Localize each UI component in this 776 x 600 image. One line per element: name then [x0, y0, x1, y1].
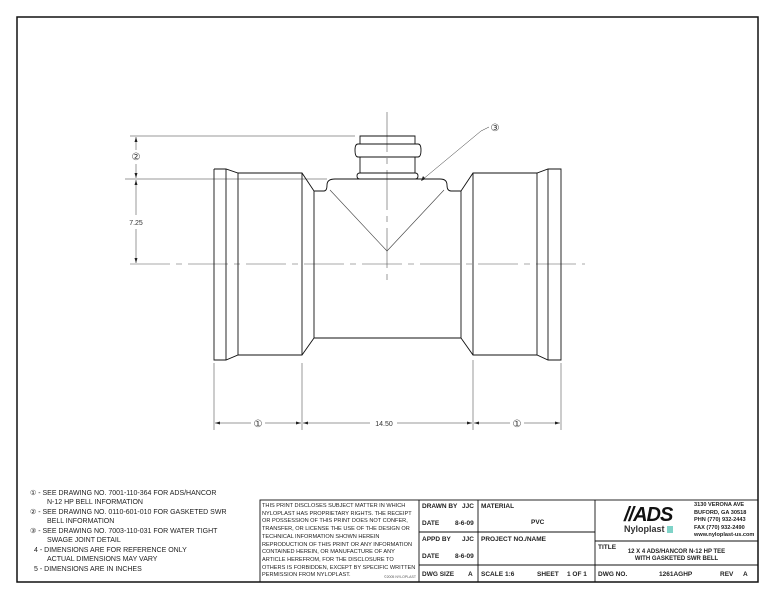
note-text: - DIMENSIONS ARE FOR REFERENCE ONLY: [39, 547, 187, 554]
copyright: ©2005 NYLOPLAST: [384, 575, 416, 579]
ads-logo: //ADS: [624, 504, 673, 526]
dim-left-bell: ①: [254, 419, 263, 430]
note-5: 5 - DIMENSIONS ARE IN INCHES: [34, 565, 142, 574]
note-text: - DIMENSIONS ARE IN INCHES: [39, 566, 142, 573]
nyloplast-mark-icon: [666, 526, 673, 533]
project-label: PROJECT NO./NAME: [481, 536, 547, 543]
center-body: [313, 178, 462, 339]
drawing-title: 12 X 4 ADS/HANCOR N-12 HP TEE WITH GASKE…: [595, 549, 758, 563]
note-2: ② - SEE DRAWING NO. 0110-601-010 FOR GAS…: [30, 508, 227, 526]
note-3: ③ - SEE DRAWING NO. 7003-110-031 FOR WAT…: [30, 527, 217, 545]
appd-by-label: APPD BY: [422, 536, 451, 543]
sheet-label: SHEET: [537, 571, 559, 578]
dim-main-height: 7.25: [129, 220, 143, 227]
address-line: BUFORD, GA 30518: [694, 509, 747, 516]
note-text: N-12 HP BELL INFORMATION: [47, 499, 143, 507]
note-4: 4 - DIMENSIONS ARE FOR REFERENCE ONLY ACT…: [34, 546, 187, 564]
website: www.nyloplast-us.com: [694, 532, 755, 539]
tee-fitting: [213, 135, 562, 361]
drawn-by-value: JJC: [462, 503, 474, 510]
dwg-no-value: 1261AGHP: [659, 571, 693, 578]
branch-outlet: [354, 135, 422, 180]
nyloplast-logo: Nyloplast: [624, 524, 673, 534]
dwg-no-label: DWG NO.: [598, 571, 628, 578]
note-marker: ③: [30, 528, 37, 535]
title-label: TITLE: [598, 544, 617, 551]
note-text: SWAGE JOINT DETAIL: [47, 537, 121, 545]
company-address: 3130 VERONA AVE BUFORD, GA 30518 PHN (77…: [694, 502, 754, 540]
scale-value: 1:6: [505, 571, 515, 578]
date1-value: 8-6-09: [455, 520, 474, 527]
note-text: BELL INFORMATION: [47, 518, 115, 526]
dimensions: [125, 126, 562, 430]
dwg-size-value: A: [468, 571, 473, 578]
sheet-value: 1 OF 1: [567, 571, 587, 578]
note-marker: 5: [34, 566, 38, 573]
scale-label: SCALE: [481, 571, 504, 578]
branch-intersection: [329, 189, 445, 252]
dimension-arrows: [134, 137, 560, 425]
callout-swage: ③: [491, 123, 500, 134]
title-line: WITH GASKETED SWR BELL: [634, 556, 719, 563]
note-marker: 4: [34, 547, 38, 554]
legal-text: THIS PRINT DISCLOSES SUBJECT MATTER IN W…: [262, 503, 416, 579]
left-bell: [213, 168, 315, 361]
dim-right-bell: ①: [513, 419, 522, 430]
material-label: MATERIAL: [481, 503, 515, 510]
address-line: 3130 VERONA AVE: [694, 502, 745, 508]
appd-by-value: JJC: [462, 536, 474, 543]
title-line: 12 X 4 ADS/HANCOR N-12 HP TEE: [627, 549, 726, 555]
right-bell: [460, 168, 562, 361]
phone: PHN (770) 932-2443: [694, 517, 746, 524]
nyloplast-wordmark: Nyloplast: [624, 524, 665, 534]
material-value: PVC: [531, 519, 545, 526]
note-text: ACTUAL DIMENSIONS MAY VARY: [47, 556, 158, 564]
dim-center-length: 14.50: [375, 421, 393, 428]
note-1: ① - SEE DRAWING NO. 7001-110-364 FOR ADS…: [30, 489, 216, 507]
dim-branch-height: ②: [132, 152, 141, 163]
dwg-size-label: DWG SIZE: [422, 571, 455, 578]
note-marker: ②: [30, 509, 37, 516]
date2-value: 8-6-09: [455, 553, 474, 560]
rev-value: A: [743, 571, 748, 578]
note-text: - SEE DRAWING NO. 7001-110-364 FOR ADS/H…: [38, 490, 217, 497]
note-text: - SEE DRAWING NO. 0110-601-010 FOR GASKE…: [38, 509, 227, 516]
rev-label: REV: [720, 571, 734, 578]
note-text: - SEE DRAWING NO. 7003-110-031 FOR WATER…: [38, 528, 218, 535]
fax: FAX (770) 932-2490: [694, 524, 745, 531]
legal-notice: THIS PRINT DISCLOSES SUBJECT MATTER IN W…: [262, 503, 418, 581]
date2-label: DATE: [422, 553, 440, 560]
title-block-grid: [259, 499, 759, 583]
dimension-labels: ② 7.25 ① 14.50 ① ③: [129, 123, 521, 430]
note-marker: ①: [30, 490, 37, 497]
date1-label: DATE: [422, 520, 440, 527]
drawn-by-label: DRAWN BY: [422, 503, 458, 510]
